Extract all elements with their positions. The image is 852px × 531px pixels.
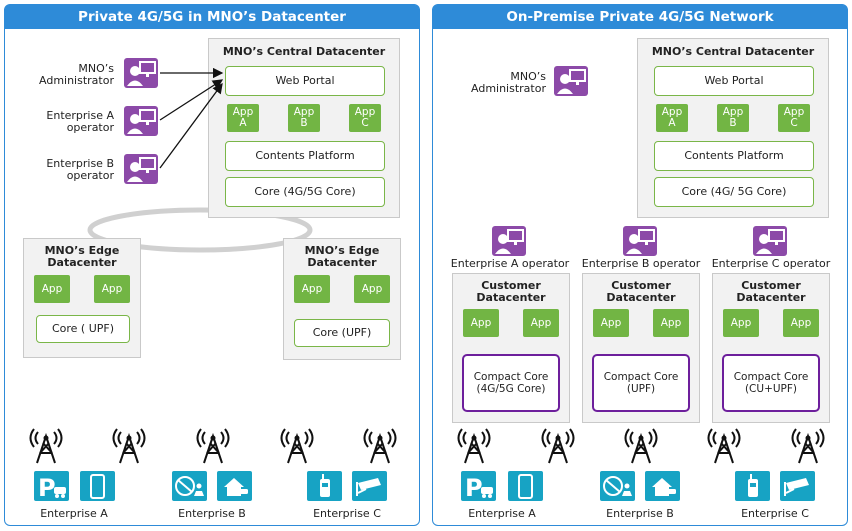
customer-datacenter-c: Customer Datacenter App App Compact Core…	[712, 273, 830, 423]
security-camera-icon	[352, 471, 387, 501]
parking-icon: P	[34, 471, 69, 501]
home-icon	[217, 471, 252, 501]
compact-core-a: Compact Core (4G/5G Core)	[462, 354, 560, 412]
smartphone-icon	[80, 471, 115, 501]
right-enterprise-c-label: Enterprise C	[741, 507, 809, 520]
customer-title-a: Customer Datacenter	[476, 279, 546, 304]
right-enterprise-a-label: Enterprise A	[468, 507, 536, 520]
cell-tower-icon	[624, 428, 658, 464]
cell-tower-icon	[196, 428, 230, 464]
no-car-icon	[172, 471, 207, 501]
edge-title-1: MNO’s Edge Datacenter	[44, 244, 120, 269]
cell-tower-icon	[29, 428, 63, 464]
left-enterprise-a-label: Enterprise A	[40, 507, 108, 520]
right-panel-title: On-Premise Private 4G/5G Network	[433, 5, 847, 29]
left-admin-user-icon	[124, 58, 158, 88]
right-op-c-user-icon	[753, 226, 787, 256]
right-contents-platform: Contents Platform	[654, 141, 814, 171]
cust-c-app-2: App	[783, 309, 819, 337]
cust-a-app-1: App	[463, 309, 499, 337]
right-admin-label: MNO’s Administrator	[471, 70, 546, 95]
left-edge-datacenter-1: MNO’s Edge Datacenter App App Core ( UPF…	[23, 238, 141, 358]
cell-tower-icon	[707, 428, 741, 464]
right-op-a-user-icon	[492, 226, 526, 256]
right-op-b-label: Enterprise B operator	[581, 257, 701, 270]
cell-tower-icon	[541, 428, 575, 464]
security-camera-icon-r	[780, 471, 815, 501]
edge2-app-2: App	[354, 275, 390, 303]
left-app-a: App A	[227, 104, 259, 132]
cell-tower-icon	[280, 428, 314, 464]
left-enterprise-b-label: Enterprise B	[178, 507, 246, 520]
cust-a-app-2: App	[523, 309, 559, 337]
left-panel-title: Private 4G/5G in MNO’s Datacenter	[5, 5, 419, 29]
right-enterprise-b-label: Enterprise B	[606, 507, 674, 520]
cust-b-app-1: App	[593, 309, 629, 337]
right-op-c-label: Enterprise C operator	[711, 257, 831, 270]
right-app-b: App B	[717, 104, 749, 132]
left-central-title: MNO’s Central Datacenter	[222, 45, 386, 58]
left-ent-a-op-label: Enterprise A operator	[46, 109, 114, 134]
left-ent-a-user-icon	[124, 106, 158, 136]
left-enterprise-c-label: Enterprise C	[313, 507, 381, 520]
right-op-a-label: Enterprise A operator	[450, 257, 570, 270]
right-central-title: MNO’s Central Datacenter	[651, 45, 815, 58]
no-car-icon-r	[600, 471, 635, 501]
right-admin-user-icon	[554, 66, 588, 96]
left-ent-b-op-label: Enterprise B operator	[46, 157, 114, 182]
left-app-c: App C	[349, 104, 381, 132]
home-icon-r	[645, 471, 680, 501]
right-core: Core (4G/ 5G Core)	[654, 177, 814, 207]
compact-core-b: Compact Core (UPF)	[592, 354, 690, 412]
customer-title-c: Customer Datacenter	[736, 279, 806, 304]
cust-c-app-1: App	[723, 309, 759, 337]
compact-core-c: Compact Core (CU+UPF)	[722, 354, 820, 412]
walkie-talkie-icon	[307, 471, 342, 501]
cell-tower-icon	[363, 428, 397, 464]
left-admin-label: MNO’s Administrator	[39, 62, 114, 87]
cust-b-app-2: App	[653, 309, 689, 337]
left-edge-datacenter-2: MNO’s Edge Datacenter App App Core (UPF)	[283, 238, 401, 360]
svg-text:P: P	[38, 474, 56, 501]
right-web-portal: Web Portal	[654, 66, 814, 96]
left-app-b: App B	[288, 104, 320, 132]
left-central-datacenter: MNO’s Central Datacenter Web Portal App …	[208, 38, 400, 218]
right-app-c: App C	[778, 104, 810, 132]
right-app-a: App A	[656, 104, 688, 132]
edge1-app-1: App	[34, 275, 70, 303]
left-ent-b-user-icon	[124, 154, 158, 184]
walkie-talkie-icon-r	[735, 471, 770, 501]
right-op-b-user-icon	[623, 226, 657, 256]
cell-tower-icon	[457, 428, 491, 464]
customer-title-b: Customer Datacenter	[606, 279, 676, 304]
customer-datacenter-a: Customer Datacenter App App Compact Core…	[452, 273, 570, 423]
parking-icon-r: P	[461, 471, 496, 501]
edge2-app-1: App	[294, 275, 330, 303]
cell-tower-icon	[791, 428, 825, 464]
right-central-datacenter: MNO’s Central Datacenter Web Portal App …	[637, 38, 829, 218]
edge1-core: Core ( UPF)	[36, 315, 130, 343]
cell-tower-icon	[112, 428, 146, 464]
edge2-core: Core (UPF)	[294, 319, 390, 347]
svg-text:P: P	[465, 474, 483, 501]
left-contents-platform: Contents Platform	[225, 141, 385, 171]
customer-datacenter-b: Customer Datacenter App App Compact Core…	[582, 273, 700, 423]
edge-title-2: MNO’s Edge Datacenter	[304, 244, 380, 269]
left-core: Core (4G/5G Core)	[225, 177, 385, 207]
edge1-app-2: App	[94, 275, 130, 303]
left-web-portal: Web Portal	[225, 66, 385, 96]
smartphone-icon-r	[508, 471, 543, 501]
